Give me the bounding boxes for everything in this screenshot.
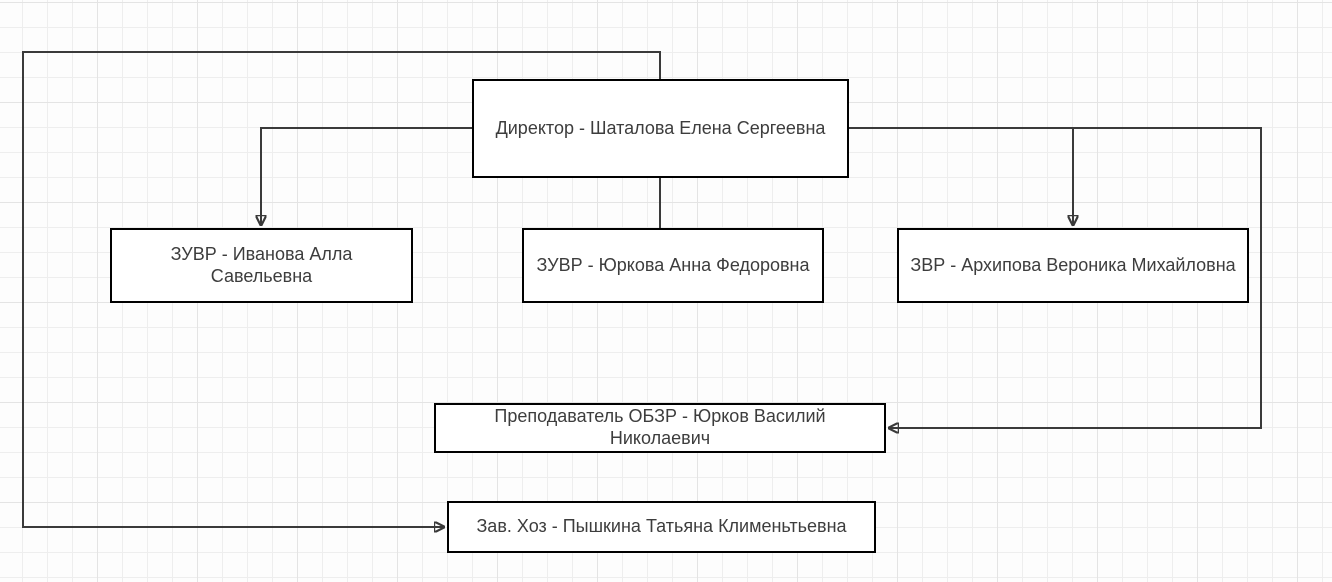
connector-director-to-zuvr-ivanova[interactable] — [261, 127, 472, 225]
node-prepod-obzr[interactable]: Преподаватель ОБЗР - Юрков Василий Никол… — [434, 403, 886, 453]
node-director[interactable]: Директор - Шаталова Елена Сергеевна — [472, 79, 849, 178]
connector-director-to-prepod-obzr[interactable] — [848, 127, 1262, 428]
node-director-label: Директор - Шаталова Елена Сергеевна — [495, 117, 826, 138]
node-zuvr-yurkova-label: ЗУВР - Юркова Анна Федоровна — [536, 254, 810, 275]
node-zuvr-ivanova[interactable]: ЗУВР - Иванова Алла Савельевна — [110, 228, 413, 303]
connector-director-to-zav-khoz[interactable] — [22, 51, 661, 527]
connector-director-to-zvr-arkhipova[interactable] — [848, 127, 1073, 225]
node-zuvr-ivanova-label: ЗУВР - Иванова Алла Савельевна — [170, 243, 353, 286]
node-zvr-arkhipova-label: ЗВР - Архипова Вероника Михайловна — [910, 254, 1236, 275]
node-prepod-obzr-label: Преподаватель ОБЗР - Юрков Василий Никол… — [494, 406, 826, 448]
node-zav-khoz-label: Зав. Хоз - Пышкина Татьяна Клименьтьевна — [476, 516, 847, 537]
node-zuvr-yurkova[interactable]: ЗУВР - Юркова Анна Федоровна — [522, 228, 824, 303]
node-zav-khoz[interactable]: Зав. Хоз - Пышкина Татьяна Клименьтьевна — [447, 501, 876, 553]
node-zvr-arkhipova[interactable]: ЗВР - Архипова Вероника Михайловна — [897, 228, 1249, 303]
